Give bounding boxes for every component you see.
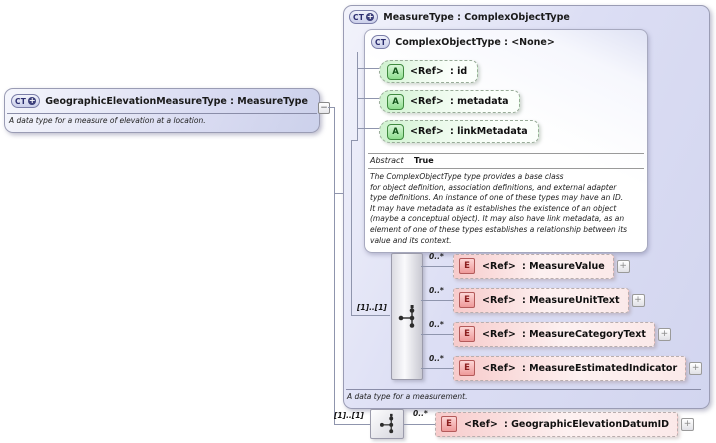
connector-line [421,333,453,335]
attribute-ref: <Ref> [410,126,444,137]
element-geographic-elevation-datum-id[interactable]: E <Ref> : GeographicElevationDatumID [435,411,679,437]
abstract-facet-label: Abstract [370,156,404,165]
attribute-ref: <Ref> [410,66,444,77]
element-measure-category-text[interactable]: E <Ref> : MeasureCategoryText [453,321,655,347]
attribute-icon: A [387,93,404,110]
element-name: : MeasureEstimatedIndicator [522,362,678,374]
connector-line [357,128,379,129]
sequence-icon [379,413,394,434]
collapse-toggle[interactable]: − [318,102,330,114]
attribute-metadata[interactable]: A <Ref> : metadata [379,90,520,113]
element-row-measure-value: 0..* E <Ref> : MeasureValue + [421,252,630,279]
expand-button[interactable]: + [631,293,645,307]
divider [368,168,644,169]
element-name: : MeasureValue [522,260,605,272]
occurs-label: 0..* [429,252,444,261]
connector-line [351,140,357,141]
connector-line [357,68,379,69]
sequence-cardinality: [1]..[1] [357,303,387,312]
element-icon: E [459,326,475,342]
element-measure-unit-text[interactable]: E <Ref> : MeasureUnitText [453,287,629,313]
sequence-cardinality: [1]..[1] [334,411,364,420]
complex-type-icon: CT+ [11,94,41,108]
connector-line [421,299,453,301]
connector-line [404,423,435,425]
complex-object-type-box[interactable]: CT ComplexObjectType : <None> A <Ref> : … [364,29,648,253]
left-box-title: GeographicElevationMeasureType : Measure… [45,95,308,107]
occurs-label: 0..* [429,286,444,295]
attribute-id[interactable]: A <Ref> : id [379,60,479,83]
sequence-compositor-bar[interactable] [391,253,423,380]
element-row-measure-estimated-indicator: 0..* E <Ref> : MeasureEstimatedIndicator… [421,354,703,381]
abstract-facet-value: True [414,156,434,165]
complex-type-icon: CT [371,35,391,49]
base-box-title: ComplexObjectType : <None> [395,36,555,48]
element-measure-estimated-indicator[interactable]: E <Ref> : MeasureEstimatedIndicator [453,355,687,381]
divider [346,389,701,390]
attribute-icon: A [387,63,404,80]
occurs-label: 0..* [429,320,444,329]
element-ref: <Ref> [482,260,516,272]
derived-plus-icon: + [28,96,37,105]
expand-button[interactable]: + [657,327,671,341]
sequence-icon [398,304,415,328]
element-measure-value[interactable]: E <Ref> : MeasureValue [453,253,614,279]
attribute-name: : linkMetadata [450,126,528,137]
attribute-ref: <Ref> [410,96,444,107]
expand-button[interactable]: + [689,361,703,375]
main-box-footer: A data type for a measurement. [347,392,468,401]
attribute-link-metadata[interactable]: A <Ref> : linkMetadata [379,120,539,143]
expand-button[interactable]: + [681,417,695,431]
derived-plus-icon: + [366,12,375,21]
divider [368,153,644,154]
main-box-title: MeasureType : ComplexObjectType [383,11,570,23]
sequence-compositor-box[interactable] [370,409,404,439]
connector-line [334,107,335,425]
element-ref: <Ref> [482,328,516,340]
element-ref: <Ref> [464,418,498,430]
connector-line [421,367,453,369]
occurs-label: 0..* [413,409,428,418]
attribute-name: : id [450,66,468,77]
attribute-icon: A [387,123,404,140]
element-name: : GeographicElevationDatumID [504,418,670,430]
occurs-label: 0..* [429,354,444,363]
element-icon: E [459,258,475,274]
bottom-sequence-row: [1]..[1] 0..* E <Ref> : GeographicElevat… [334,409,695,439]
connector-line [421,265,453,267]
connector-line [334,193,343,194]
connector-line [357,52,358,141]
element-name: : MeasureUnitText [522,294,620,306]
connector-line [328,107,335,108]
geographic-elevation-measure-type-box[interactable]: CT+ GeographicElevationMeasureType : Mea… [4,88,320,133]
complex-type-icon: CT+ [349,10,379,24]
measure-type-box[interactable]: CT+ MeasureType : ComplexObjectType CT C… [343,5,710,409]
element-ref: <Ref> [482,362,516,374]
element-row-measure-category-text: 0..* E <Ref> : MeasureCategoryText + [421,320,671,347]
base-box-documentation: The ComplexObjectType type provides a ba… [370,172,628,245]
connector-line [334,423,370,425]
expand-button[interactable]: + [616,259,630,273]
connector-line [357,98,379,99]
attribute-name: : metadata [450,96,509,107]
connector-line [351,315,390,316]
element-icon: E [459,360,475,376]
element-icon: E [459,292,475,308]
element-icon: E [441,416,457,432]
element-ref: <Ref> [482,294,516,306]
divider [7,113,317,114]
left-box-description: A data type for a measure of elevation a… [9,116,206,125]
element-row-measure-unit-text: 0..* E <Ref> : MeasureUnitText + [421,286,645,313]
element-name: : MeasureCategoryText [522,328,646,340]
connector-line [351,140,352,315]
